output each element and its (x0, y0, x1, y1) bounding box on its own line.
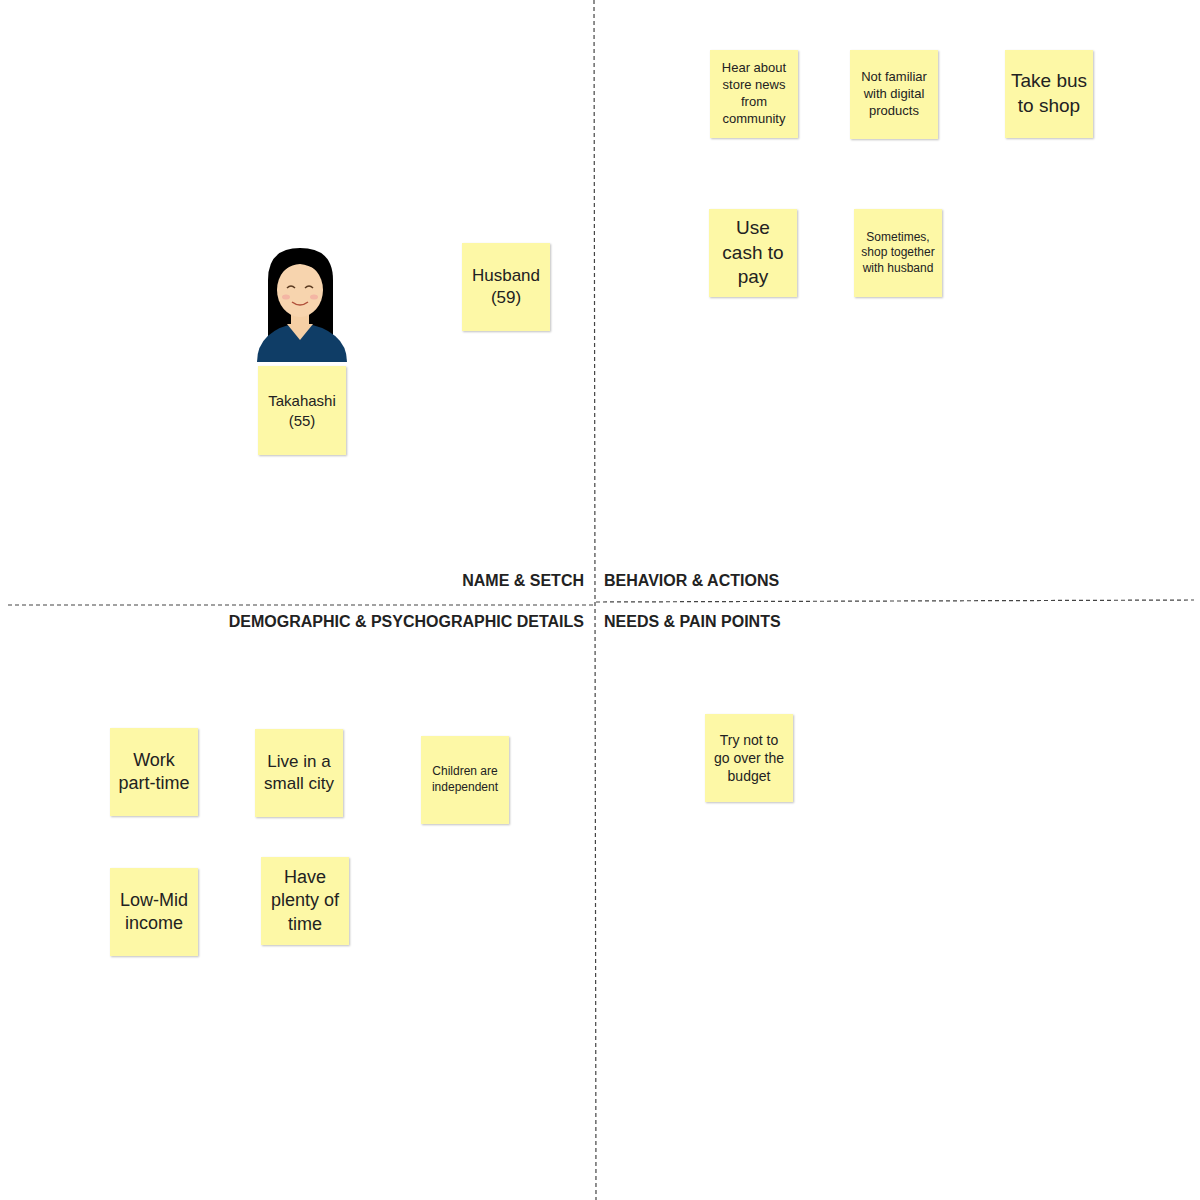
note-text: Sometimes, shop together with husband (859, 230, 937, 277)
sticky-note: Use cash to pay (709, 209, 797, 297)
quadrant-label: DEMOGRAPHIC & PSYCHOGRAPHIC DETAILS (229, 612, 584, 632)
persona-avatar (257, 248, 347, 362)
sticky-note: Hear about store news from community (710, 50, 798, 138)
note-text: Children are independent (426, 764, 504, 795)
note-text: Low-Mid income (115, 889, 193, 936)
note-text: Husband (59) (467, 265, 545, 309)
quadrant-label: NAME & SETCH (462, 571, 584, 591)
note-text: Take bus to shop (1010, 69, 1088, 118)
sticky-note: Live in a small city (255, 729, 343, 817)
note-text: Takahashi (55) (263, 391, 341, 430)
sticky-note: Try not to go over the budget (705, 714, 793, 802)
note-text: Not familiar with digital products (855, 69, 933, 120)
note-text: Live in a small city (260, 751, 338, 795)
quadrant-label: NEEDS & PAIN POINTS (604, 612, 781, 632)
sticky-note: Husband (59) (462, 243, 550, 331)
sticky-note: Low-Mid income (110, 868, 198, 956)
sticky-note: Have plenty of time (261, 857, 349, 945)
divider-horizontal (8, 604, 594, 605)
note-text: Use cash to pay (714, 216, 792, 290)
divider-vertical (594, 0, 596, 1200)
sticky-note: Children are independent (421, 736, 509, 824)
quadrant-label: BEHAVIOR & ACTIONS (604, 571, 779, 591)
note-text: Hear about store news from community (715, 60, 793, 128)
sticky-note: Take bus to shop (1005, 50, 1093, 138)
note-text: Work part-time (115, 749, 193, 796)
note-text: Have plenty of time (266, 866, 344, 936)
note-text: Try not to go over the budget (710, 731, 788, 786)
sticky-note: Not familiar with digital products (850, 50, 938, 139)
sticky-note: Work part-time (110, 728, 198, 816)
divider-horizontal (596, 600, 1194, 602)
sticky-note: Sometimes, shop together with husband (854, 209, 942, 297)
sticky-note: Takahashi (55) (258, 366, 346, 455)
